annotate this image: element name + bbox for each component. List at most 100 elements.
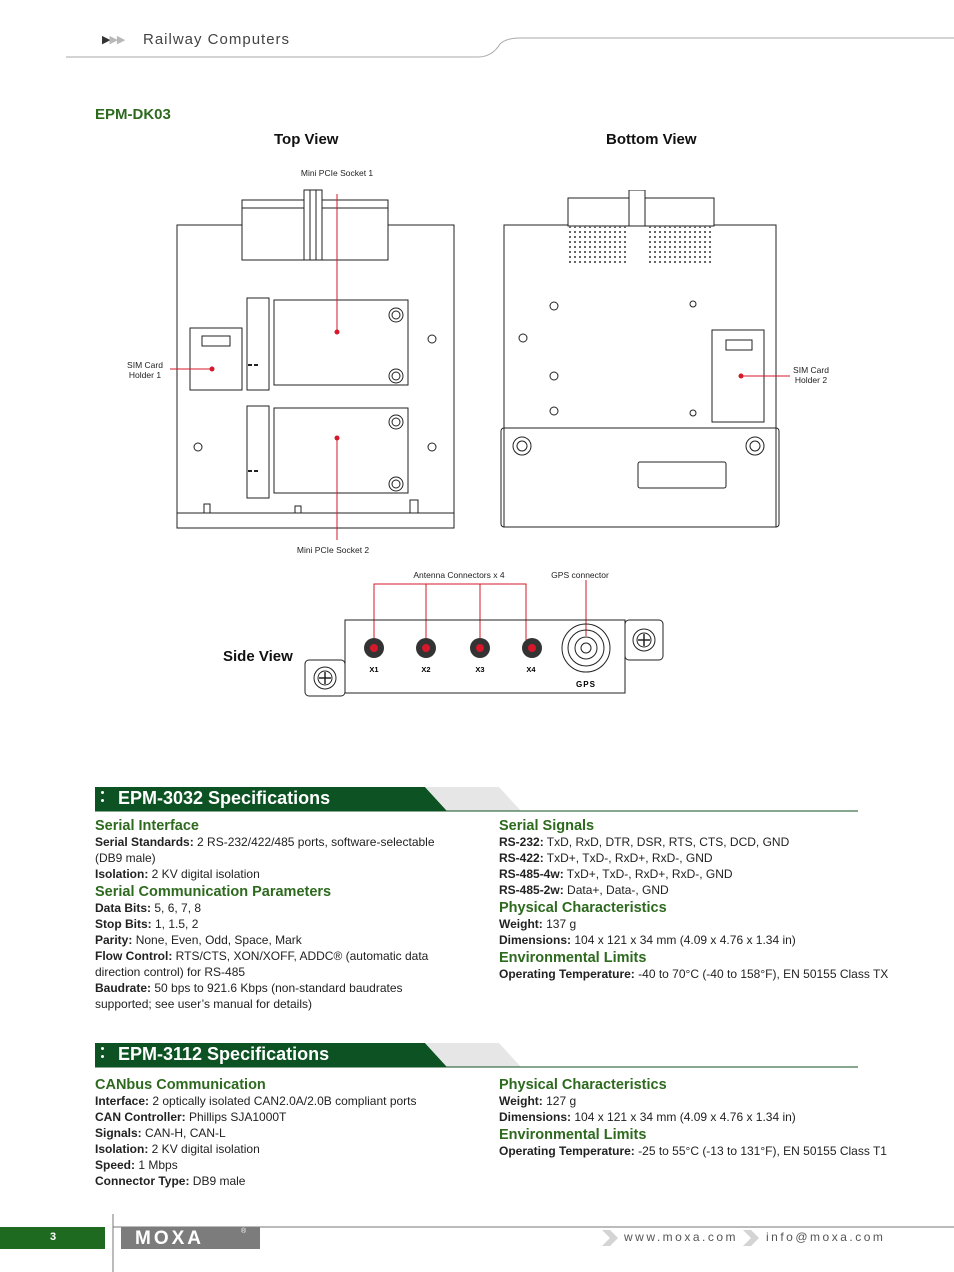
dimensions-value: 104 x 121 x 34 mm (4.09 x 4.76 x 1.34 in… — [571, 933, 796, 947]
canbus-heading: CANbus Communication — [95, 1077, 266, 1093]
serial-standards-value: 2 RS-232/422/485 ports, software-selecta… — [95, 835, 435, 865]
rs485-4w-value: TxD+, TxD-, RxD+, RxD-, GND — [563, 867, 733, 881]
operating-temperature: Operating Temperature: -25 to 55°C (-13 … — [499, 1143, 899, 1159]
page-number-box: 3 — [0, 1227, 105, 1249]
flow-control: Flow Control: RTS/CTS, XON/XOFF, ADDC® (… — [95, 948, 455, 980]
can-isolation-label: Isolation: — [95, 1142, 149, 1156]
can-connector-value: DB9 male — [189, 1174, 246, 1188]
rs422-label: RS-422: — [499, 851, 544, 865]
data-bits-value: 5, 6, 7, 8 — [151, 901, 202, 915]
serial-standards: Serial Standards: 2 RS-232/422/485 ports… — [95, 834, 455, 866]
weight: Weight: 127 g — [499, 1093, 899, 1109]
operating-temperature: Operating Temperature: -40 to 70°C (-40 … — [499, 966, 899, 982]
side-view-label: Side View — [223, 648, 293, 665]
can-isolation-value: 2 KV digital isolation — [148, 1142, 260, 1156]
baudrate-label: Baudrate: — [95, 981, 152, 995]
bottom-view-drawing — [500, 190, 790, 528]
dimensions: Dimensions: 104 x 121 x 34 mm (4.09 x 4.… — [499, 932, 899, 948]
physical-heading: Physical Characteristics — [499, 900, 667, 916]
callout-sim-holder-1: SIM Card Holder 1 — [118, 360, 172, 380]
can-controller-value: Phillips SJA1000T — [185, 1110, 287, 1124]
operating-temperature-value: -40 to 70°C (-40 to 158°F), EN 50155 Cla… — [634, 967, 889, 981]
data-bits-label: Data Bits: — [95, 901, 152, 915]
rs485-2w-signals: RS-485-2w: Data+, Data-, GND — [499, 882, 899, 898]
spec1-banner: EPM-3032 Specifications — [95, 787, 858, 812]
header-arrows-icon: ▶▶▶ — [102, 34, 125, 46]
stop-bits: Stop Bits: 1, 1.5, 2 — [95, 916, 455, 932]
spec1-left-column: Serial Interface Serial Standards: 2 RS-… — [95, 818, 455, 1012]
operating-temperature-value: -25 to 55°C (-13 to 131°F), EN 50155 Cla… — [634, 1144, 887, 1158]
dimensions-label: Dimensions: — [499, 1110, 572, 1124]
can-connector-type: Connector Type: DB9 male — [95, 1173, 455, 1189]
weight-value: 137 g — [542, 917, 577, 931]
spec2-banner-shape — [95, 1043, 858, 1068]
side-label-x3: X3 — [475, 665, 484, 674]
can-signals-label: Signals: — [95, 1126, 142, 1140]
footer-website-link[interactable]: www.moxa.com — [624, 1230, 739, 1244]
flow-control-label: Flow Control: — [95, 949, 173, 963]
weight-label: Weight: — [499, 917, 543, 931]
side-view-drawing: X1 X2 X3 X4 GPS — [304, 580, 664, 697]
serial-isolation-label: Isolation: — [95, 867, 149, 881]
stop-bits-value: 1, 1.5, 2 — [151, 917, 199, 931]
spec2-right-column: Physical Characteristics Weight: 127 g D… — [499, 1077, 899, 1159]
can-speed-label: Speed: — [95, 1158, 136, 1172]
parity-label: Parity: — [95, 933, 133, 947]
header-rule — [66, 37, 954, 58]
serial-signals-heading: Serial Signals — [499, 818, 595, 834]
spec2-banner: EPM-3112 Specifications — [95, 1043, 858, 1068]
callout-mini-pcie-2: Mini PCIe Socket 2 — [296, 545, 370, 555]
baudrate-value: 50 bps to 921.6 Kbps (non-standard baudr… — [95, 981, 403, 1011]
can-controller-label: CAN Controller: — [95, 1110, 186, 1124]
can-signals: Signals: CAN-H, CAN-L — [95, 1125, 455, 1141]
can-interface-label: Interface: — [95, 1094, 150, 1108]
banner-dots-icon — [101, 1047, 105, 1063]
stop-bits-label: Stop Bits: — [95, 917, 152, 931]
header-section-title: Railway Computers — [143, 31, 291, 48]
serial-standards-label: Serial Standards: — [95, 835, 194, 849]
rs422-value: TxD+, TxD-, RxD+, RxD-, GND — [543, 851, 713, 865]
environmental-heading: Environmental Limits — [499, 1127, 647, 1143]
rs485-2w-value: Data+, Data-, GND — [563, 883, 669, 897]
rs422-signals: RS-422: TxD+, TxD-, RxD+, RxD-, GND — [499, 850, 899, 866]
top-view-drawing — [170, 189, 455, 540]
serial-isolation-value: 2 KV digital isolation — [148, 867, 260, 881]
moxa-logo: MOXA ® — [121, 1227, 260, 1249]
flow-control-value: RTS/CTS, XON/XOFF, ADDC® (automatic data… — [95, 949, 429, 979]
rs485-2w-label: RS-485-2w: — [499, 883, 564, 897]
spec2-title: EPM-3112 Specifications — [118, 1044, 330, 1064]
side-label-x4: X4 — [526, 665, 536, 674]
can-speed-value: 1 Mbps — [135, 1158, 178, 1172]
callout-gps-connector: GPS connector — [551, 570, 609, 580]
bottom-view-label: Bottom View — [606, 131, 697, 148]
parity-value: None, Even, Odd, Space, Mark — [132, 933, 302, 947]
physical-heading: Physical Characteristics — [499, 1077, 667, 1093]
rs232-value: TxD, RxD, DTR, DSR, RTS, CTS, DCD, GND — [543, 835, 790, 849]
callout-sim-holder-2-line1: SIM Card — [793, 365, 829, 375]
data-bits: Data Bits: 5, 6, 7, 8 — [95, 900, 455, 916]
operating-temperature-label: Operating Temperature: — [499, 967, 635, 981]
dimensions: Dimensions: 104 x 121 x 34 mm (4.09 x 4.… — [499, 1109, 899, 1125]
spec1-right-column: Serial Signals RS-232: TxD, RxD, DTR, DS… — [499, 818, 899, 982]
callout-sim-holder-2-line2: Holder 2 — [794, 375, 828, 385]
spec1-banner-shape — [95, 787, 858, 812]
serial-interface-heading: Serial Interface — [95, 818, 199, 834]
footer-email-link[interactable]: info@moxa.com — [766, 1230, 886, 1244]
can-signals-value: CAN-H, CAN-L — [141, 1126, 226, 1140]
registered-mark-icon: ® — [241, 1228, 247, 1235]
top-view-label: Top View — [274, 131, 339, 148]
callout-mini-pcie-1: Mini PCIe Socket 1 — [300, 168, 374, 178]
side-label-x2: X2 — [421, 665, 430, 674]
callout-sim-holder-1-line1: SIM Card — [127, 360, 163, 370]
chevron-right-icon — [743, 1230, 759, 1246]
can-controller: CAN Controller: Phillips SJA1000T — [95, 1109, 455, 1125]
callout-antenna: Antenna Connectors x 4 — [413, 570, 505, 580]
can-isolation: Isolation: 2 KV digital isolation — [95, 1141, 455, 1157]
rs485-4w-label: RS-485-4w: — [499, 867, 564, 881]
dimensions-value: 104 x 121 x 34 mm (4.09 x 4.76 x 1.34 in… — [571, 1110, 796, 1124]
callout-sim-holder-1-line2: Holder 1 — [128, 370, 162, 380]
rs232-signals: RS-232: TxD, RxD, DTR, DSR, RTS, CTS, DC… — [499, 834, 899, 850]
can-interface: Interface: 2 optically isolated CAN2.0A/… — [95, 1093, 455, 1109]
can-interface-value: 2 optically isolated CAN2.0A/2.0B compli… — [149, 1094, 417, 1108]
can-speed: Speed: 1 Mbps — [95, 1157, 455, 1173]
